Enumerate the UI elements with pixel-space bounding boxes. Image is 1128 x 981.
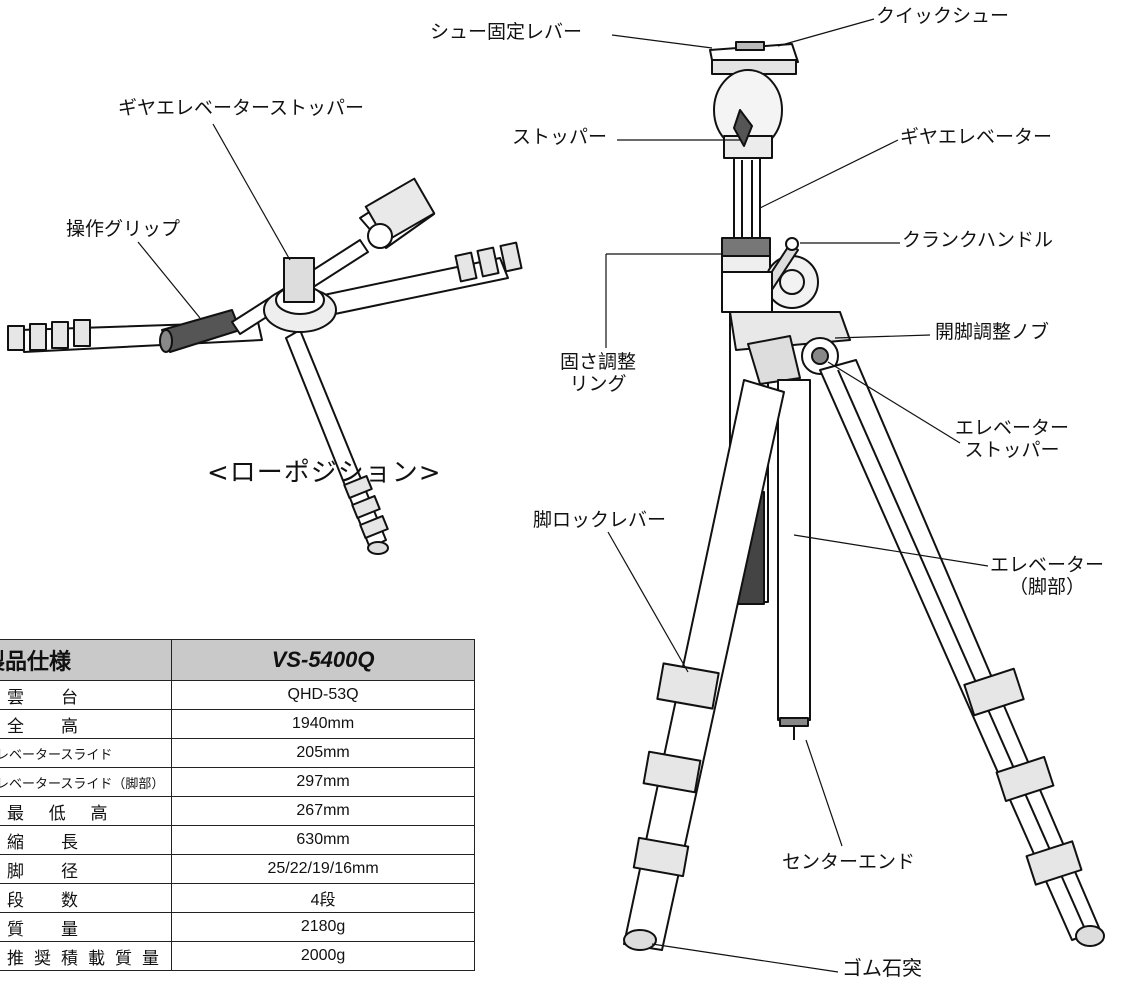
leg-elevator-label: エレベーター （脚部） (990, 554, 1105, 598)
spec-key: 全 高 (0, 709, 173, 739)
stopper-label: ストッパー (512, 126, 608, 148)
spec-value: 297mm (171, 767, 475, 797)
spec-value: 4段 (171, 883, 475, 913)
leg-lock-label: 脚ロックレバー (533, 509, 667, 531)
spec-key: 縮 長 (0, 825, 173, 855)
spec-value: 630mm (171, 825, 475, 855)
spec-value: 205mm (171, 738, 475, 768)
gear-elevator-label: ギヤエレベーター (900, 126, 1053, 148)
spec-value: 2180g (171, 912, 475, 942)
spec-value: 1940mm (171, 709, 475, 739)
rubber-foot-label: ゴム石突 (842, 956, 922, 980)
center-end-label: センターエンド (782, 851, 916, 873)
low-position-caption: <ローポジション> (207, 458, 442, 488)
spec-value: 2000g (171, 941, 475, 971)
spec-value: 25/22/19/16mm (171, 854, 475, 884)
leg-angle-knob-label: 開脚調整ノブ (935, 321, 1050, 343)
spec-key: エレベータースライド（脚部） (0, 767, 173, 797)
gear-elevator-stopper-label: ギヤエレベーターストッパー (118, 97, 365, 119)
grip-label: 操作グリップ (66, 218, 181, 240)
leader-lines (137, 18, 989, 973)
table-row: エレベータースライド（脚部）297mm (0, 767, 475, 797)
spec-key: 段 数 (0, 883, 173, 913)
spec-header-row: 製品仕様 VS-5400Q (0, 639, 475, 681)
elevator-stopper-label: エレベーター ストッパー (955, 417, 1070, 461)
spec-key: 質 量 (0, 912, 173, 942)
spec-value: 267mm (171, 796, 475, 826)
crank-label: クランクハンドル (902, 229, 1054, 251)
quick-shoe-label: クイックシュー (876, 5, 1010, 27)
spec-key: エレベータースライド (0, 738, 173, 768)
main-tripod (623, 41, 1105, 951)
ring-label: 固さ調整 リング (560, 351, 637, 395)
shoe-lever-label: シュー固定レバー (430, 21, 583, 43)
spec-header-label: 製品仕様 (0, 639, 173, 681)
spec-value: QHD-53Q (171, 680, 475, 710)
spec-key: 推奨積載質量 (0, 941, 173, 971)
spec-key: 最 低 高 (0, 796, 173, 826)
low-position-tripod (7, 177, 523, 555)
spec-key: 脚 径 (0, 854, 173, 884)
spec-key: 雲 台 (0, 680, 173, 710)
table-row: エレベータースライド205mm (0, 738, 475, 768)
spec-header-model: VS-5400Q (171, 639, 475, 681)
